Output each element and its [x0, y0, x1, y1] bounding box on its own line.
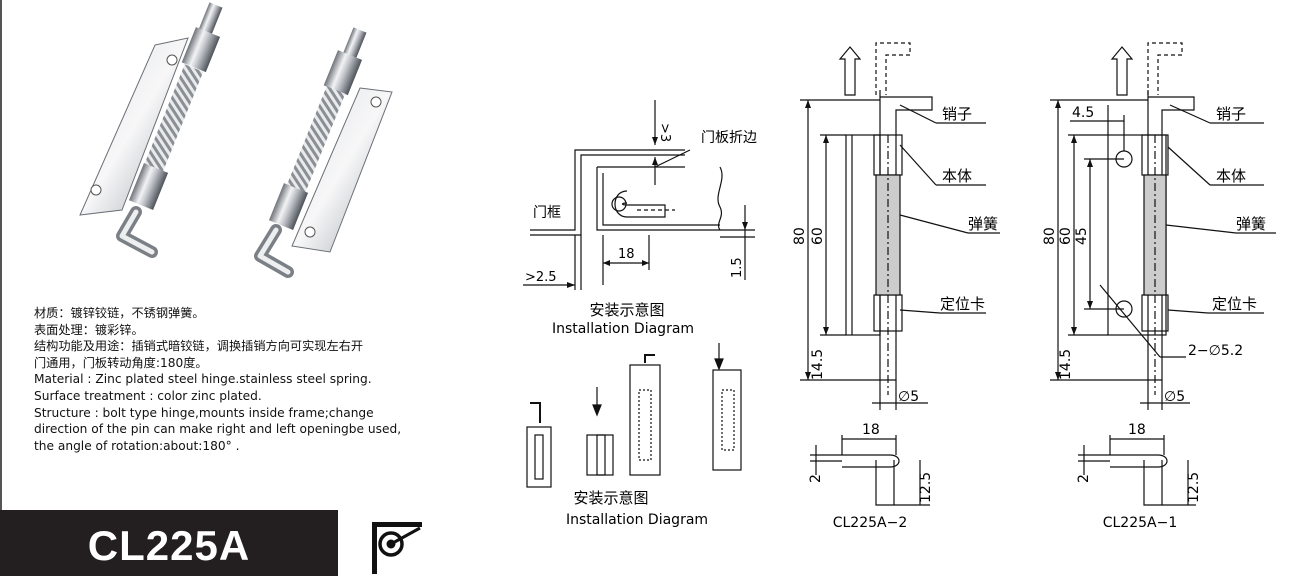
top-dim-18: 18	[862, 422, 880, 438]
top-dim-12-5: 12.5	[918, 472, 934, 503]
dim-d5: ∅5	[898, 389, 919, 405]
install-title-en: Installation Diagram	[552, 321, 694, 337]
description-line: 门通用，门板转动角度:180度。	[34, 355, 208, 370]
model-number: CL225A	[87, 522, 251, 569]
top-dim-12-5: 12.5	[1186, 472, 1202, 503]
description-line: the angle of rotation:about:180° .	[34, 438, 240, 453]
drawing-cl225a-2: 80 60 14.5 ∅5 销子 本体 弹簧 定位卡 18 2 12.5 CL2…	[792, 42, 1000, 531]
dim-1-5: 1.5	[730, 257, 745, 278]
label-pin: 销子	[942, 105, 972, 123]
product-photo	[79, 2, 393, 278]
description-line: 材质：镀锌铰链，不锈钢弹簧。	[34, 306, 205, 320]
drawing-name: CL225A−2	[833, 515, 908, 531]
dim-4-5: 4.5	[1072, 105, 1094, 121]
dim-80: 80	[1042, 227, 1058, 245]
description-line: Material : Zinc plated steel hinge.stain…	[34, 372, 372, 387]
hinge-photo-1	[79, 2, 223, 258]
label-stop: 定位卡	[1212, 295, 1257, 313]
label-spring: 弹簧	[1236, 215, 1266, 233]
drawing-name: CL225A−1	[1103, 515, 1178, 531]
page-left-border	[0, 0, 2, 510]
top-dim-18: 18	[1128, 422, 1146, 438]
hinge-category-icon	[372, 522, 422, 574]
dim-14-5: 14.5	[810, 349, 826, 380]
dim-14-5: 14.5	[1058, 349, 1074, 380]
installation-diagram-top: >3 门板折边 门框 18 1.5 >2.5 安装示意图 Installatio…	[523, 100, 757, 337]
dim-60: 60	[810, 227, 826, 245]
steps-title-en: Installation Diagram	[566, 512, 708, 528]
description-line: Surface treatment : color zinc plated.	[34, 388, 262, 403]
description-line: 结构功能及用途：插销式暗铰链，调换插销方向可实现左右开	[34, 339, 364, 354]
dim-holes: 2−∅5.2	[1188, 343, 1243, 359]
label-body: 本体	[1216, 167, 1246, 185]
drawing-cl225a-1: 4.5 80 60 45 14.5 ∅5 2−∅5.2 销子 本体 弹簧 定位卡…	[1042, 42, 1276, 531]
top-dim-2: 2	[808, 474, 824, 483]
dim-80: 80	[792, 227, 808, 245]
dim-18: 18	[618, 247, 635, 262]
dim-gt3: >3	[657, 123, 672, 142]
dim-d5: ∅5	[1164, 389, 1185, 405]
description-line: Structure : bolt type hinge,mounts insid…	[34, 405, 374, 420]
description-line: direction of the pin can make right and …	[34, 422, 402, 437]
label-stop: 定位卡	[940, 295, 985, 313]
installation-diagram-steps: 安装示意图 Installation Diagram	[526, 343, 742, 528]
top-dim-2: 2	[1076, 474, 1092, 483]
frame-label: 门框	[533, 205, 561, 221]
hinge-photo-2	[254, 27, 393, 278]
label-spring: 弹簧	[968, 215, 998, 233]
steps-title-cn: 安装示意图	[573, 489, 648, 507]
door-fold-label: 门板折边	[701, 130, 757, 146]
model-bar	[0, 510, 338, 576]
dim-45: 45	[1074, 227, 1090, 245]
product-description: 材质：镀锌铰链，不锈钢弹簧。 表面处理：镀彩锌。 结构功能及用途：插销式暗铰链，…	[34, 305, 474, 454]
install-title-cn: 安装示意图	[589, 301, 664, 319]
dim-60: 60	[1058, 227, 1074, 245]
description-line: 表面处理：镀彩锌。	[34, 322, 144, 337]
label-body: 本体	[942, 167, 972, 185]
label-pin: 销子	[1216, 105, 1246, 123]
dim-gt2-5: >2.5	[525, 270, 557, 285]
